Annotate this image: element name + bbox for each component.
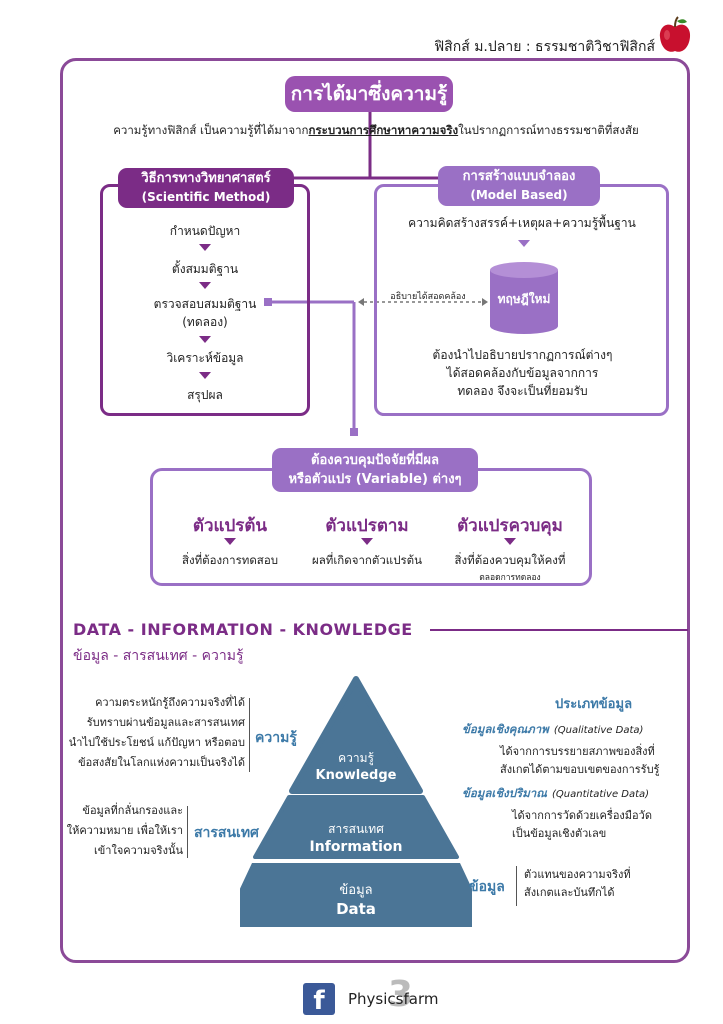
- information-divider: [187, 806, 188, 858]
- knowledge-divider: [249, 698, 250, 772]
- dik-title: DATA - INFORMATION - KNOWLEDGE: [73, 620, 413, 639]
- model-formula: ความคิดสร้างสรรค์+เหตุผล+ความรู้พื้นฐาน: [408, 216, 636, 230]
- dik-divider: [430, 629, 688, 631]
- page-number: 3: [388, 974, 414, 1015]
- theory-cylinder-body: [490, 270, 558, 326]
- data-description: ตัวแทนของความจริงที่ สังเกตและบันทึกได้: [524, 868, 631, 899]
- step-test-hypothesis: ตรวจสอบสมมติฐาน: [153, 297, 257, 311]
- data-types-title: ประเภทข้อมูล: [555, 697, 633, 712]
- arrow-down-icon: [518, 240, 530, 247]
- dependent-variable-desc: ผลที่เกิดจากตัวแปรต้น: [311, 553, 423, 567]
- arrow-down-icon: [199, 282, 211, 289]
- independent-variable-desc: สิ่งที่ต้องการทดสอบ: [181, 553, 279, 567]
- theory-cylinder-bottom: [490, 318, 558, 334]
- pyramid-information: สารสนเทศ Information: [309, 822, 403, 855]
- independent-variable-title: ตัวแปรต้น: [192, 516, 268, 536]
- new-theory-label: ทฤษฎีใหม่: [497, 292, 551, 306]
- pyramid-knowledge: ความรู้ Knowledge: [315, 751, 397, 783]
- theory-cylinder-top: [490, 262, 558, 278]
- facebook-icon: f: [303, 983, 335, 1016]
- header-title: ฟิสิกส์ ม.ปลาย : ธรรมชาติวิชาฟิสิกส์: [434, 39, 655, 55]
- connector-label: อธิบายได้สอดคล้อง: [390, 292, 466, 302]
- step-experiment-note: (ทดลอง): [182, 315, 228, 329]
- scientific-method-header: วิธีการทางวิทยาศาสตร์ (Scientific Method…: [118, 168, 294, 208]
- arrow-down-icon: [361, 538, 373, 545]
- knowledge-label: ความรู้: [255, 730, 297, 746]
- page-title: การได้มาซึ่งความรู้: [285, 76, 453, 112]
- pyramid-data: ข้อมูล Data: [336, 883, 376, 918]
- step-define-problem: กำหนดปัญหา: [169, 224, 241, 238]
- arrow-down-icon: [504, 538, 516, 545]
- information-description: ข้อมูลที่กลั่นกรองและ ให้ความหมาย เพื่อใ…: [66, 804, 183, 857]
- model-based-header: การสร้างแบบจำลอง (Model Based): [438, 166, 600, 206]
- apple-icon: [659, 16, 691, 52]
- control-variable-desc: สิ่งที่ต้องควบคุมให้คงที่: [454, 553, 566, 567]
- step-hypothesis: ตั้งสมมติฐาน: [171, 262, 239, 276]
- step-conclude: สรุปผล: [187, 388, 223, 402]
- information-label: สารสนเทศ: [194, 825, 259, 841]
- step-analyze: วิเคราะห์ข้อมูล: [166, 351, 244, 365]
- dik-subtitle: ข้อมูล - สารสนเทศ - ความรู้: [73, 648, 244, 664]
- variables-header: ต้องควบคุมปัจจัยที่มีผล หรือตัวแปร (Vari…: [272, 448, 478, 492]
- dik-pyramid: [240, 676, 472, 927]
- arrow-down-icon: [199, 372, 211, 379]
- arrow-down-icon: [224, 538, 236, 545]
- control-variable-title: ตัวแปรควบคุม: [457, 516, 563, 536]
- arrow-down-icon: [199, 336, 211, 343]
- arrow-down-icon: [199, 244, 211, 251]
- brand-name: Physicsfarm: [348, 990, 439, 1008]
- quantitative-data: ข้อมูลเชิงปริมาณ (Quantitative Data) ได้…: [462, 786, 652, 840]
- data-divider: [516, 866, 517, 906]
- intro-text: ความรู้ทางฟิสิกส์ เป็นความรู้ที่ได้มาจาก…: [113, 123, 639, 137]
- knowledge-description: ความตระหนักรู้ถึงความจริงที่ได้ รับทราบผ…: [68, 696, 245, 769]
- qualitative-data: ข้อมูลเชิงคุณภาพ (Qualitative Data) ได้จ…: [462, 722, 660, 776]
- data-label: ข้อมูล: [469, 879, 505, 895]
- main-frame: [60, 58, 690, 963]
- control-variable-note: ตลอดการทดลอง: [479, 573, 541, 583]
- model-description: ต้องนำไปอธิบายปรากฏการณ์ต่างๆ ได้สอดคล้อ…: [432, 348, 613, 398]
- dependent-variable-title: ตัวแปรตาม: [325, 516, 409, 536]
